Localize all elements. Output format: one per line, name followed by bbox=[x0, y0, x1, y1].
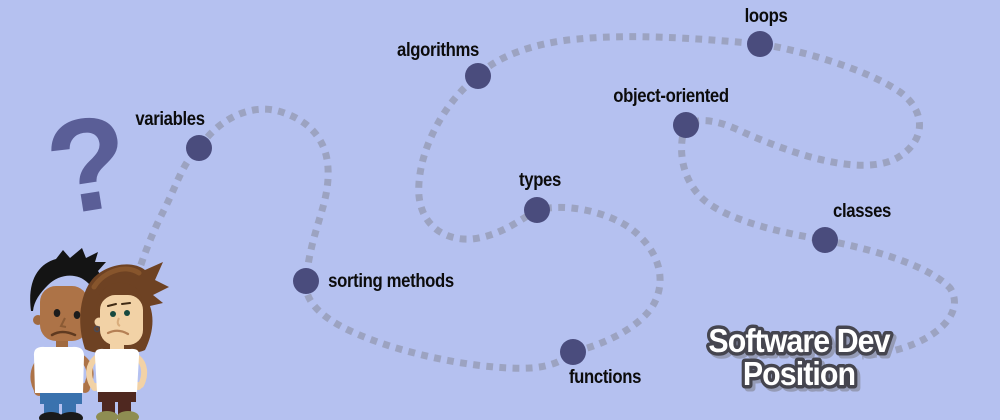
man-mouth bbox=[50, 330, 77, 337]
node-dot-sorting-methods bbox=[293, 268, 319, 294]
man-shoes bbox=[39, 412, 63, 420]
woman-eye bbox=[124, 310, 130, 316]
man-hair bbox=[30, 248, 106, 311]
destination-line1-shadow: Software Dev bbox=[711, 325, 893, 362]
woman-eyebrows bbox=[107, 302, 131, 307]
node-dot-types bbox=[524, 197, 550, 223]
woman-nose bbox=[116, 317, 121, 327]
node-dot-loops bbox=[747, 31, 773, 57]
woman-earring bbox=[93, 325, 101, 333]
destination-line1: Software Dev bbox=[708, 322, 890, 359]
woman-face bbox=[100, 295, 143, 345]
confused-woman-illustration bbox=[80, 262, 169, 420]
woman-hair-fringe bbox=[96, 282, 142, 311]
woman-shoes bbox=[96, 411, 118, 420]
man-face bbox=[40, 286, 88, 341]
destination-line2-shadow: Position bbox=[746, 358, 858, 395]
dotted-path bbox=[126, 33, 958, 372]
node-dot-object-oriented bbox=[673, 112, 699, 138]
destination-title: Software Dev Position Software Dev Posit… bbox=[705, 318, 898, 398]
man-shirt bbox=[33, 346, 84, 393]
woman-eye bbox=[110, 311, 116, 317]
man-eye bbox=[53, 309, 61, 317]
man-shoes bbox=[59, 412, 83, 420]
woman-right-arm bbox=[135, 355, 148, 388]
node-dot-algorithms bbox=[465, 63, 491, 89]
node-dot-functions bbox=[560, 339, 586, 365]
woman-shoes bbox=[117, 411, 139, 420]
man-eye bbox=[73, 311, 81, 319]
man-nose bbox=[59, 317, 67, 328]
woman-hair-highlight bbox=[91, 266, 142, 290]
woman-mouth bbox=[106, 329, 130, 336]
node-dot-classes bbox=[812, 227, 838, 253]
woman-shirt bbox=[94, 348, 140, 392]
confused-man-illustration bbox=[30, 248, 106, 420]
path-nodes bbox=[186, 31, 838, 365]
node-dot-variables bbox=[186, 135, 212, 161]
destination-line2: Position bbox=[743, 355, 855, 392]
woman-left-arm bbox=[86, 355, 99, 389]
